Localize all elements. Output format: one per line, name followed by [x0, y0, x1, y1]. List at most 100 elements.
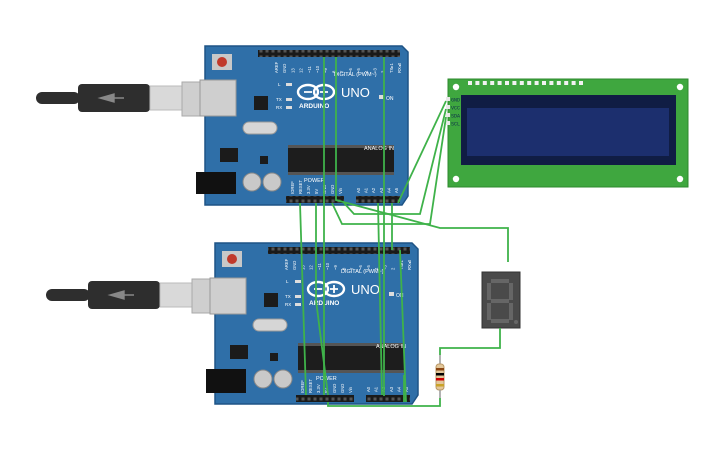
pin-label: ~3 — [372, 68, 377, 73]
pin-label: 4 — [374, 267, 379, 270]
pin-label: 12 — [309, 265, 314, 270]
lcd-pin-label: SCL — [451, 122, 460, 128]
digital-label: DIGITAL (PWM~) — [341, 269, 384, 275]
model-label: UNO — [351, 282, 380, 297]
pin-label: A2 — [371, 187, 376, 193]
model-label: UNO — [341, 85, 370, 100]
power-jack — [196, 172, 236, 194]
lcd-io-pin[interactable] — [446, 121, 450, 125]
lcd-header-pin — [564, 81, 569, 85]
pin-label: 7 — [350, 267, 355, 270]
lcd-header-pin — [519, 81, 524, 85]
rx-label: RX — [285, 302, 291, 307]
pin-label: A0 — [356, 187, 361, 193]
lcd-io-pin[interactable] — [446, 97, 450, 101]
pin-label: A1 — [364, 187, 369, 193]
wires — [299, 57, 509, 407]
wire — [299, 202, 307, 396]
digital-header — [268, 247, 410, 254]
pin-label: RESET — [308, 379, 313, 393]
pin-label: TX▸1 — [389, 63, 394, 73]
pin-label: A3 — [389, 386, 394, 392]
lcd-header-pin — [468, 81, 472, 85]
pin-label: GND — [340, 384, 345, 393]
arduino-board-bottom[interactable]: ARDUINO UNO ON DIGITAL (PWM~) L TX RX PO… — [206, 242, 419, 405]
lcd-header-pin — [556, 81, 561, 85]
pin-label: 7 — [340, 70, 345, 73]
reset-button[interactable] — [217, 57, 227, 67]
tx-label: TX — [276, 97, 282, 102]
on-label: ON — [396, 293, 404, 299]
arduino-board-top[interactable]: ARDUINO UNO ON DIGITAL (PWM~) L TX RX PO… — [196, 45, 409, 206]
pin-label: 5V — [314, 189, 319, 194]
pin-label: A5 — [394, 187, 399, 193]
pin-label: ~5 — [366, 265, 371, 270]
pin-label: IOREF — [300, 380, 305, 393]
pin-label: AREF — [274, 61, 279, 73]
pin-label: A0 — [366, 386, 371, 392]
pin-label: ~5 — [356, 68, 361, 73]
pin-label: GND — [282, 64, 287, 73]
pin-label: 3.3V — [306, 185, 311, 194]
wire — [377, 202, 383, 396]
microcontroller-chip — [288, 148, 394, 172]
pin-label: RESET — [298, 180, 303, 194]
pin-label: 8 — [341, 267, 346, 270]
pin-label: ~6 — [358, 265, 363, 270]
lcd-header-pin — [490, 81, 495, 85]
lcd-pin-label: GND — [451, 98, 460, 104]
analog-label: ANALOG IN — [364, 146, 394, 152]
lcd-header-pin — [505, 81, 509, 85]
wire — [335, 57, 509, 262]
pin-label: 12 — [299, 68, 304, 73]
lcd-io-pin[interactable] — [446, 113, 450, 117]
lcd-screen — [467, 108, 669, 156]
digital-label: DIGITAL (PWM~) — [334, 72, 377, 78]
pin-label: IOREF — [290, 181, 295, 194]
microcontroller-chip — [298, 346, 404, 370]
seven-segment-display[interactable]: 8 — [481, 271, 521, 329]
pin-label: 3.3V — [316, 384, 321, 393]
wire — [331, 116, 447, 225]
pin-label: Vin — [338, 187, 343, 194]
wire — [399, 249, 407, 403]
pin-label: A4 — [386, 187, 391, 193]
pin-label: ~9 — [323, 68, 328, 73]
pin-label: A3 — [379, 187, 384, 193]
digital-header — [258, 50, 400, 57]
pin-label: ~6 — [348, 68, 353, 73]
pin-label: AREF — [284, 258, 289, 270]
pin-label: 5V — [324, 388, 329, 393]
reset-button[interactable] — [227, 254, 237, 264]
resistor[interactable] — [435, 355, 445, 398]
l-led-label: L — [286, 279, 289, 284]
pin-label: ~10 — [325, 262, 330, 270]
wire — [397, 100, 447, 204]
lcd-module[interactable]: GND VCC SDA SCL — [446, 78, 689, 188]
lcd-header-pin — [527, 81, 532, 85]
wire — [343, 108, 447, 215]
rx-label: RX — [276, 105, 282, 110]
pin-label: ~10 — [315, 65, 320, 73]
lcd-header-pin — [534, 81, 539, 85]
lcd-io-pin[interactable] — [446, 105, 450, 109]
power-label: POWER — [304, 178, 325, 184]
pin-label: 13 — [290, 68, 295, 73]
power-jack — [206, 369, 246, 393]
analog-label: ANALOG IN — [376, 344, 406, 350]
on-label: ON — [386, 96, 394, 102]
tx-label: TX — [285, 294, 291, 299]
lcd-header-pin — [497, 81, 502, 85]
pin-label: 4 — [364, 70, 369, 73]
pin-label: A4 — [396, 386, 401, 392]
pin-label: 8 — [331, 70, 336, 73]
wire — [439, 328, 501, 355]
pin-label: ~9 — [333, 265, 338, 270]
pin-label: ~11 — [307, 66, 312, 73]
lcd-pin-label: SDA — [451, 114, 460, 120]
pin-label: GND — [292, 261, 297, 270]
lcd-header-pin — [512, 81, 517, 85]
lcd-header-pin — [542, 81, 546, 85]
lcd-pin-label: VCC — [451, 106, 460, 112]
